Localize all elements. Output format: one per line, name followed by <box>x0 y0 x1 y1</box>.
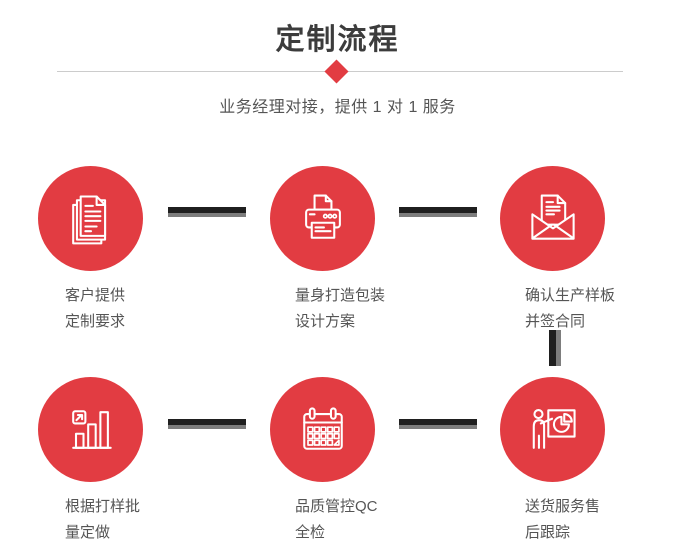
step-label-line: 量身打造包装 <box>295 287 386 304</box>
step-label-design: 量身打造包装 设计方案 <box>295 283 455 335</box>
connector-gray-bar <box>168 213 246 217</box>
step-circle-design <box>270 166 375 271</box>
step-label-delivery-tracking: 送货服务售 后跟踪 <box>525 494 675 546</box>
diamond-icon <box>324 59 349 84</box>
step-label-line: 定制要求 <box>65 313 126 330</box>
printer-icon <box>304 194 341 239</box>
connector-gray-bar <box>168 425 246 429</box>
connector-step1-step2 <box>168 207 246 217</box>
step-circle-requirements <box>38 166 143 271</box>
calendar-icon <box>302 406 343 450</box>
step-label-line: 送货服务售 <box>525 498 601 515</box>
page-subtitle: 业务经理对接，提供 1 对 1 服务 <box>219 99 456 116</box>
step-label-qc: 品质管控QC 全检 <box>295 494 455 546</box>
step-label-line: 客户提供 <box>65 287 126 304</box>
step-circle-batch-production <box>38 377 143 482</box>
step-label-line: 并签合同 <box>525 313 586 330</box>
connector-dark-bar <box>168 419 246 425</box>
step-label-line: 全检 <box>295 524 326 541</box>
connector-step2-step3 <box>399 207 477 217</box>
step-label-line: 量定做 <box>65 524 111 541</box>
step-circle-sample-contract <box>500 166 605 271</box>
envelope-icon <box>530 194 575 240</box>
step-label-line: 确认生产样板 <box>525 287 616 304</box>
connector-dark-bar <box>399 207 477 213</box>
documents-icon <box>71 194 106 244</box>
step-label-line: 品质管控QC <box>295 498 378 515</box>
connector-step4-step5 <box>168 419 246 429</box>
step-label-line: 后跟踪 <box>525 524 571 541</box>
step-label-batch-production: 根据打样批 量定做 <box>65 494 225 546</box>
step-label-requirements: 客户提供 定制要求 <box>65 283 225 335</box>
step-label-line: 根据打样批 <box>65 498 141 515</box>
connector-gray-bar <box>399 213 477 217</box>
step-label-line: 设计方案 <box>295 313 356 330</box>
connector-gray-bar <box>399 425 477 429</box>
connector-gray-bar <box>556 330 561 366</box>
connector-dark-bar <box>399 419 477 425</box>
page-title: 定制流程 <box>275 24 400 56</box>
connector-step3-step6 <box>549 330 561 366</box>
connector-dark-bar <box>168 207 246 213</box>
bar-chart-icon <box>71 409 112 449</box>
connector-step5-step6 <box>399 419 477 429</box>
step-label-sample-contract: 确认生产样板 并签合同 <box>525 283 675 335</box>
step-circle-qc <box>270 377 375 482</box>
step-circle-delivery-tracking <box>500 377 605 482</box>
connector-dark-bar <box>549 330 556 366</box>
presenter-icon <box>532 408 576 449</box>
